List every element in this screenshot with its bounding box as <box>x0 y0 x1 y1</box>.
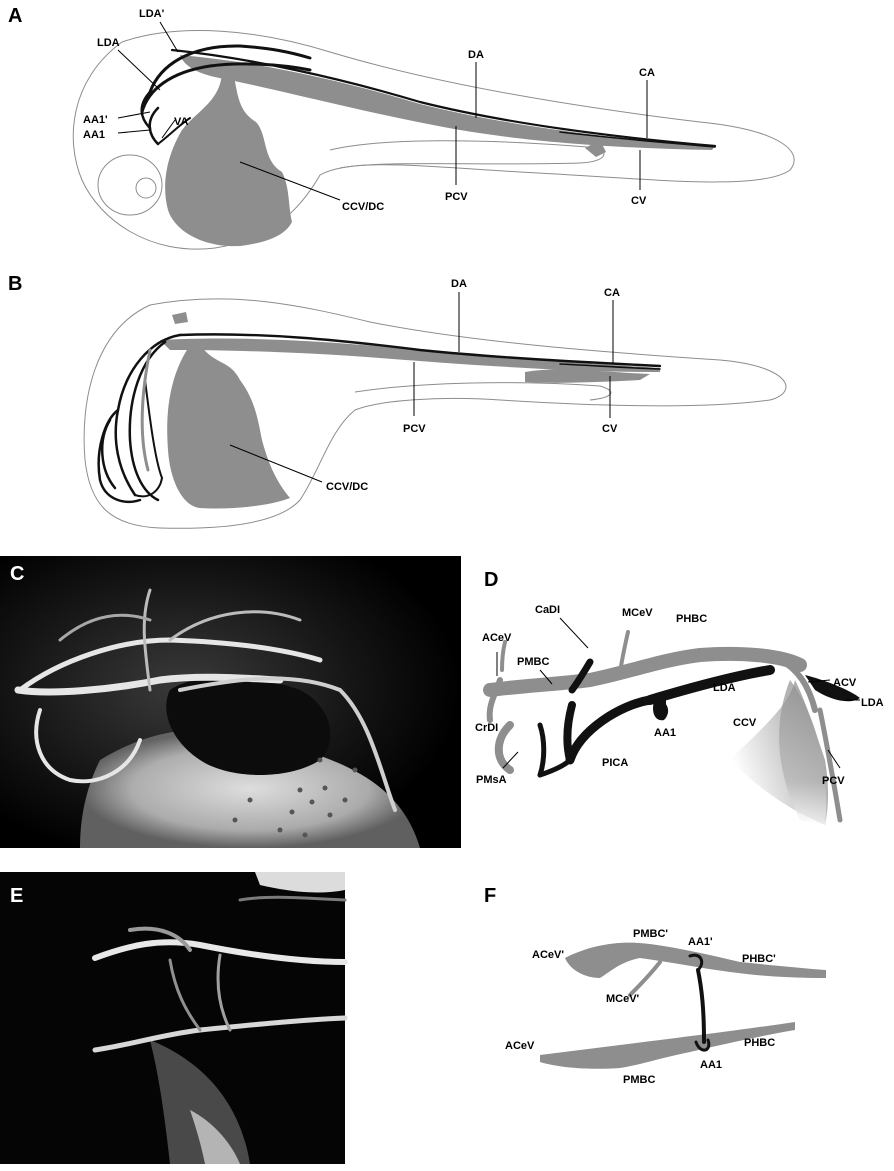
panel-d-callouts <box>496 617 860 769</box>
label-acev-d: ACeV <box>482 632 512 644</box>
panel-f: F PMBC' AA1' ACeV' PHBC' MCeV' ACeV PHBC… <box>484 885 826 1086</box>
mcev-prime-f-vessel <box>628 960 662 997</box>
label-lda-right-d: LDA <box>861 697 884 709</box>
panel-d: D <box>475 569 884 825</box>
lda-a-vessel <box>140 62 312 114</box>
label-acv-d: ACV <box>833 677 857 689</box>
label-aa1-f: AA1 <box>700 1059 722 1071</box>
lower-vessel-f-shape <box>540 1022 795 1069</box>
panel-d-letter: D <box>484 569 498 591</box>
label-mcev-prime-f: MCeV' <box>606 993 640 1005</box>
label-cv-b: CV <box>602 423 618 435</box>
panel-f-letter: F <box>484 885 496 907</box>
label-pmbc-d: PMBC <box>517 656 549 668</box>
head-vessels-b <box>97 333 182 504</box>
label-cadi-d: CaDI <box>535 604 560 616</box>
panel-c-letter: C <box>10 563 24 585</box>
panel-e: E <box>0 872 348 1164</box>
micrograph-c-eye-region <box>166 676 331 775</box>
label-pcv-b: PCV <box>403 423 426 435</box>
label-da: DA <box>468 49 484 61</box>
panel-a: A LDA' LDA <box>8 5 795 250</box>
label-ca: CA <box>639 67 655 79</box>
label-aa1: AA1 <box>83 129 105 141</box>
yolk-extension-a-outline <box>329 140 605 169</box>
micrograph-c-vessels <box>14 588 397 812</box>
ccv-d-fade <box>779 680 827 825</box>
label-acev-f: ACeV <box>505 1040 535 1052</box>
micrograph-c-cells <box>232 757 358 838</box>
lda-prime-a-vessel <box>148 44 312 94</box>
label-phbc-prime-f: PHBC' <box>742 953 776 965</box>
label-pmbc-f: PMBC <box>623 1074 655 1086</box>
upper-vessel-f-shape <box>565 942 826 978</box>
label-phbc-f: PHBC <box>744 1037 775 1049</box>
label-pica-d: PICA <box>602 757 628 769</box>
label-ca-b: CA <box>604 287 620 299</box>
label-da-b: DA <box>451 278 467 290</box>
aa1-d-shape <box>653 698 669 721</box>
label-crdi-d: CrDI <box>475 722 498 734</box>
head-vessel-b-shape <box>172 312 188 324</box>
micrograph-e-top-right-glow <box>255 872 345 893</box>
label-lda-left-d: LDA <box>713 682 736 694</box>
label-ccv-d: CCV <box>733 717 757 729</box>
ca-b-vessel <box>559 363 661 370</box>
pcv-b-shape <box>160 338 660 372</box>
label-pmbc-prime-f: PMBC' <box>633 928 668 940</box>
micrograph-e-vessels <box>92 895 348 1053</box>
panel-a-callouts <box>117 21 648 201</box>
panel-b: B DA CA PCV CV CCV/DC <box>8 273 787 529</box>
ccv-dc-b-shape <box>167 345 290 509</box>
cv-b-shape <box>525 369 650 383</box>
aa1-prime-a-vessel <box>140 90 152 130</box>
veins-d <box>483 630 843 823</box>
label-phbc-d: PHBC <box>676 613 707 625</box>
panel-c: C <box>0 556 461 848</box>
label-acev-prime-f: ACeV' <box>532 949 564 961</box>
panel-b-callouts <box>229 292 614 483</box>
cv-a-shape <box>585 140 606 157</box>
da-b-vessel <box>178 333 662 368</box>
label-pmsa-d: PMsA <box>476 774 507 786</box>
panel-b-letter: B <box>8 273 22 295</box>
panel-e-letter: E <box>10 885 23 907</box>
label-ccv-dc: CCV/DC <box>342 201 384 213</box>
aa1-prime-f-loop <box>688 953 704 972</box>
embryo-b-outline <box>83 298 787 529</box>
da-a-vessel <box>170 48 717 148</box>
yolk-extension-b-outline <box>354 382 612 401</box>
micrograph-c-yolk-glow <box>80 729 420 848</box>
pcv-a-shape <box>180 55 715 150</box>
label-ccv-dc-b: CCV/DC <box>326 481 368 493</box>
label-mcev-d: MCeV <box>622 607 653 619</box>
ccv-dc-a-shape <box>165 68 292 247</box>
lens-a-outline <box>135 177 157 199</box>
aa1-f-loop <box>694 1038 711 1052</box>
label-aa1-prime-f: AA1' <box>688 936 713 948</box>
micrograph-e-bright-spot <box>190 1110 240 1164</box>
ca-a-vessel <box>559 131 716 148</box>
label-pcv-d: PCV <box>822 775 845 787</box>
lda-right-d-shape <box>805 675 860 702</box>
label-pcv: PCV <box>445 191 468 203</box>
aa1-connector-f-vessel <box>696 968 706 1044</box>
va-a-vessel <box>157 117 191 145</box>
panel-a-letter: A <box>8 5 22 27</box>
aa1-a-vessel <box>148 106 160 146</box>
micrograph-e-bottom-glow <box>150 1040 250 1164</box>
label-lda-prime: LDA' <box>139 8 165 20</box>
eye-a-outline <box>97 154 163 216</box>
label-aa1-d: AA1 <box>654 727 676 739</box>
embryo-a-outline <box>72 30 795 250</box>
label-lda: LDA <box>97 37 120 49</box>
label-va: VA <box>174 116 189 128</box>
label-cv: CV <box>631 195 647 207</box>
label-aa1-prime: AA1' <box>83 114 108 126</box>
